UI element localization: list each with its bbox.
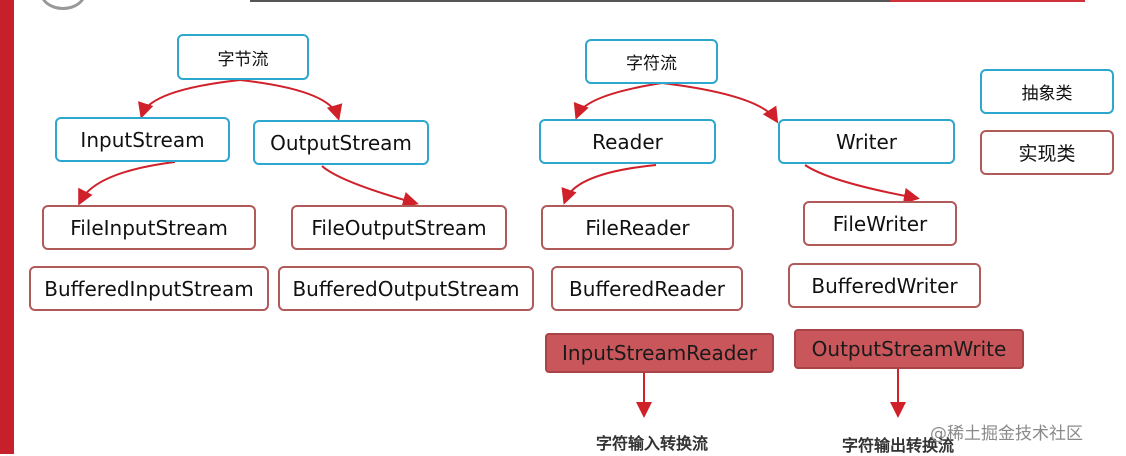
node-inputstream: InputStream	[55, 117, 230, 162]
node-bufferedoutputstream: BufferedOutputStream	[278, 266, 534, 311]
node-outputstream: OutputStream	[253, 120, 429, 165]
arrow-output-to-fileoutput	[321, 165, 419, 208]
arrow-reader-to-filereader	[561, 164, 657, 205]
node-byte-stream: 字节流	[177, 34, 309, 80]
label-char-output-converter: 字符输出转换流	[842, 436, 955, 455]
node-outputstreamwrite: OutputStreamWrite	[794, 329, 1024, 369]
left-accent-bar	[0, 0, 14, 454]
top-divider	[250, 0, 890, 2]
node-bufferedwriter: BufferedWriter	[788, 263, 981, 308]
label-char-input-converter: 字符输入转换流	[596, 434, 709, 453]
node-bufferedreader: BufferedReader	[551, 266, 743, 311]
arrow-chars-to-reader	[573, 82, 663, 120]
arrow-input-to-fileinput	[78, 161, 176, 206]
legend-implementation-class: 实现类	[980, 130, 1114, 175]
node-bufferedinputstream: BufferedInputStream	[29, 266, 269, 311]
arrow-chars-to-writer	[661, 82, 779, 124]
node-fileinputstream: FileInputStream	[42, 205, 256, 250]
arrow-bytes-to-input	[138, 79, 241, 119]
node-writer: Writer	[778, 119, 955, 164]
node-char-stream: 字符流	[585, 39, 718, 84]
arrow-bytes-to-output	[239, 79, 343, 121]
top-red-divider	[890, 0, 1085, 2]
node-filereader: FileReader	[541, 205, 734, 250]
node-inputstreamreader: InputStreamReader	[545, 333, 774, 373]
node-filewriter: FileWriter	[803, 201, 957, 246]
node-fileoutputstream: FileOutputStream	[291, 205, 507, 250]
arrow-writer-to-filewriter	[804, 164, 920, 204]
node-reader: Reader	[539, 119, 716, 164]
legend-abstract-class: 抽象类	[980, 69, 1114, 114]
watermark: @稀土掘金技术社区	[930, 424, 1083, 444]
